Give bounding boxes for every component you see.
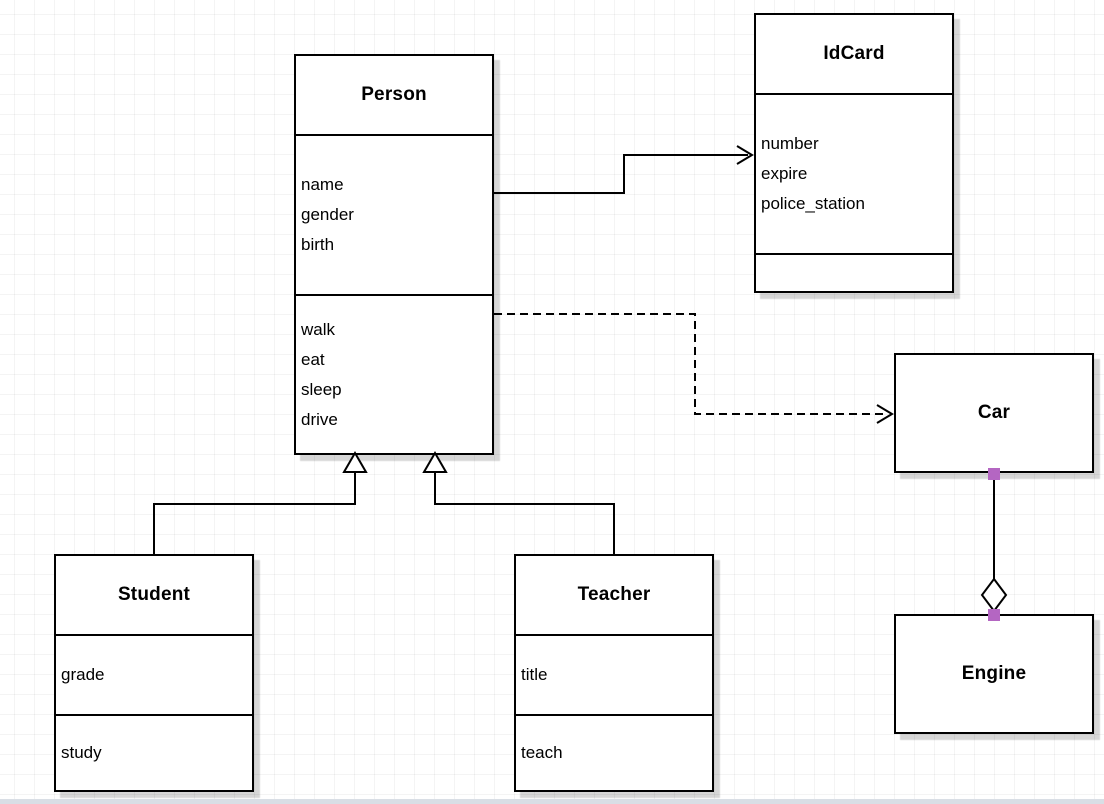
open-arrowhead-icon xyxy=(736,145,754,165)
attribute: gender xyxy=(301,205,354,224)
method: sleep xyxy=(301,379,342,399)
class-title: Person xyxy=(361,84,427,105)
attributes-section: title xyxy=(516,634,712,714)
class-title: Student xyxy=(117,584,191,605)
attribute: number xyxy=(761,134,819,153)
attributes-section: name gender birth xyxy=(296,134,492,294)
method: study xyxy=(61,743,102,762)
method: eat xyxy=(301,349,325,369)
class-person[interactable]: Person name gender birth walk eat sleep … xyxy=(294,54,494,455)
method: drive xyxy=(301,409,338,429)
attribute: title xyxy=(521,665,548,684)
open-arrowhead-icon xyxy=(876,404,894,424)
dependency-person-car[interactable] xyxy=(494,313,894,424)
methods-section: teach xyxy=(516,714,712,790)
connection-handle-icon[interactable] xyxy=(988,609,1000,621)
attribute: birth xyxy=(301,235,335,254)
aggregation-car-engine[interactable] xyxy=(980,468,1008,621)
class-title: Teacher xyxy=(577,584,651,605)
methods-section-empty xyxy=(756,253,952,291)
attribute: expire xyxy=(761,164,808,183)
hollow-triangle-arrowhead-icon xyxy=(342,451,368,473)
generalization-student-person[interactable] xyxy=(153,451,368,554)
method: walk xyxy=(301,319,336,339)
methods-section: study xyxy=(56,714,252,790)
aggregation-diamond-icon xyxy=(980,577,1008,613)
class-title: Engine xyxy=(961,663,1027,684)
class-car[interactable]: Car xyxy=(894,353,1094,473)
methods-section: walk eat sleep drive xyxy=(296,294,492,453)
method: teach xyxy=(521,743,563,762)
canvas-bottom-edge xyxy=(0,799,1104,804)
class-teacher[interactable]: Teacher title teach xyxy=(514,554,714,792)
connection-handle-icon[interactable] xyxy=(988,468,1000,480)
class-idcard[interactable]: IdCard number expire police_station xyxy=(754,13,954,293)
class-student[interactable]: Student grade study xyxy=(54,554,254,792)
attribute: grade xyxy=(61,665,105,684)
attribute: name xyxy=(301,175,344,194)
attributes-section: grade xyxy=(56,634,252,714)
class-title: Car xyxy=(977,402,1011,423)
generalization-teacher-person[interactable] xyxy=(422,451,615,554)
association-person-idcard[interactable] xyxy=(494,145,754,194)
class-title: IdCard xyxy=(823,43,885,64)
hollow-triangle-arrowhead-icon xyxy=(422,451,448,473)
attribute: police_station xyxy=(761,194,865,213)
attributes-section: number expire police_station xyxy=(756,93,952,253)
